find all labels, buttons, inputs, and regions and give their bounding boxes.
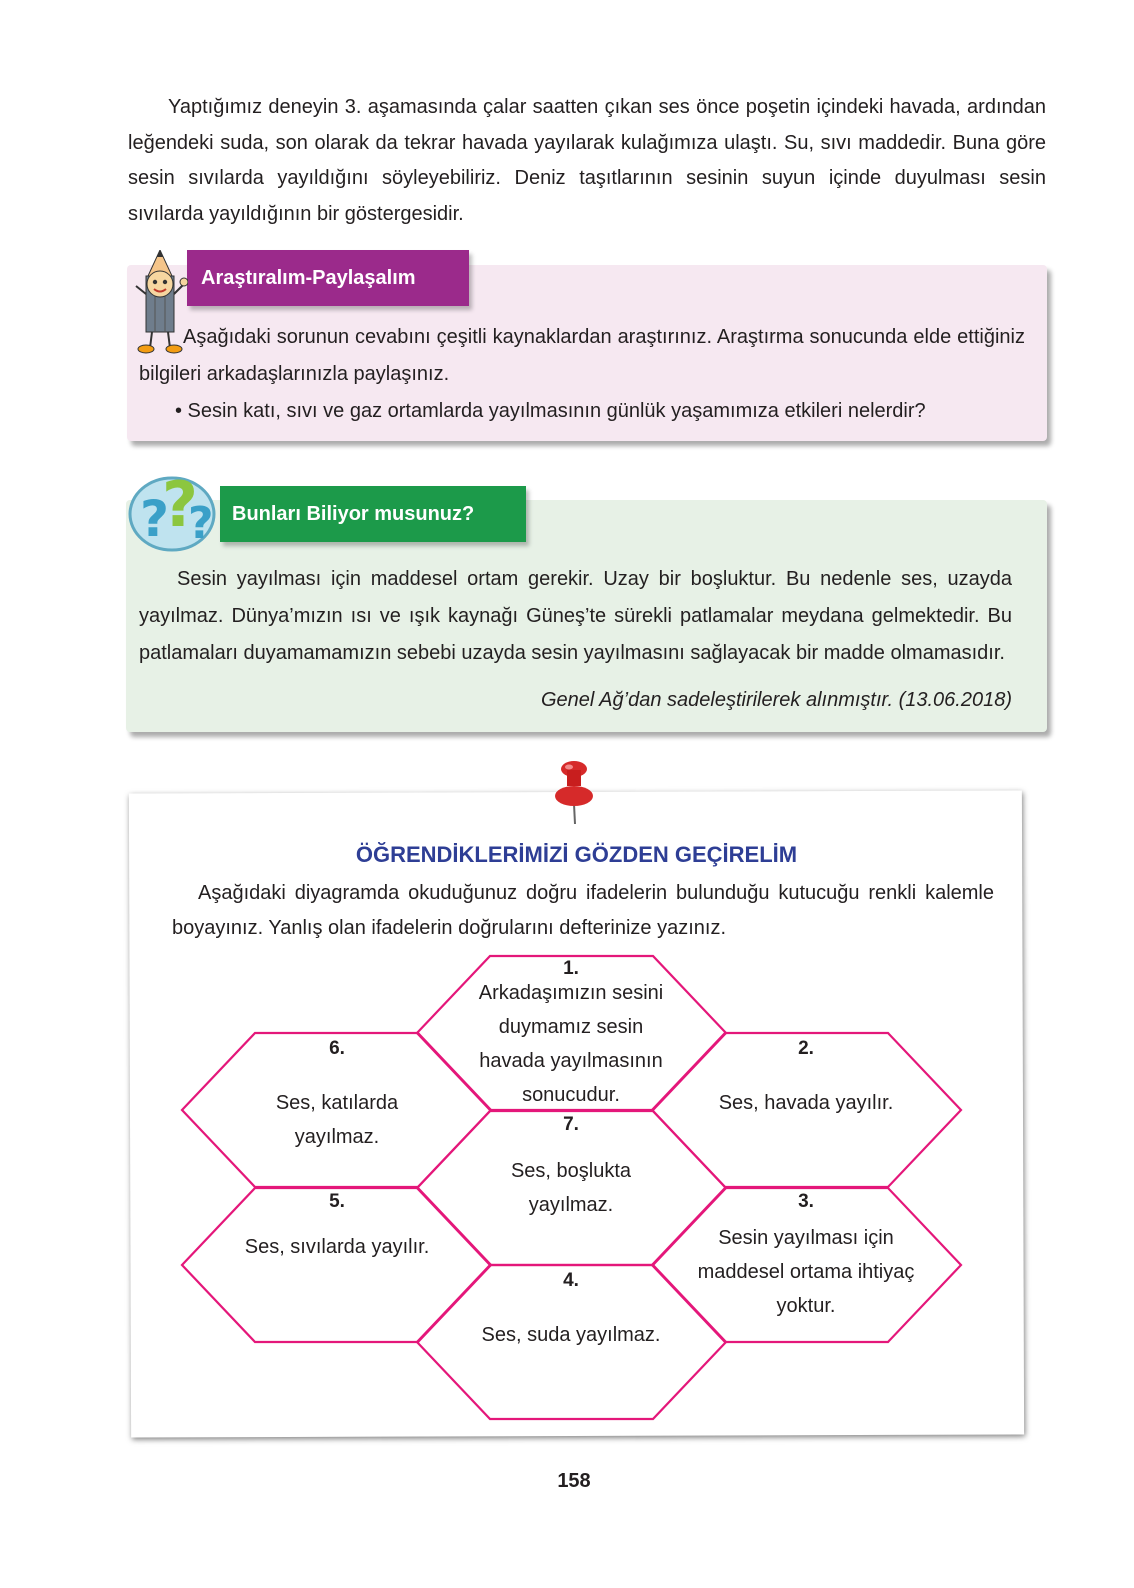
hexagon-4-number: 4. (563, 1270, 579, 1291)
svg-text:?: ? (188, 498, 214, 549)
did-you-know-source: Genel Ağ’dan sadeleştirilerek alınmıştır… (541, 689, 1012, 711)
hexagon-5-number: 5. (329, 1191, 345, 1212)
hexagon-7-text: Ses, boşlukta yayılmaz. (510, 1160, 632, 1216)
research-title: Araştıralım-Paylaşalım (187, 250, 469, 306)
hexagon-3-number: 3. (798, 1191, 814, 1212)
question-marks-icon: ? ? ? (128, 468, 216, 552)
intro-paragraph: Yaptığımız deneyin 3. aşamasında çalar s… (128, 96, 1046, 225)
hexagon-2-number: 2. (798, 1038, 814, 1059)
review-title: ÖĞRENDİKLERİMİZİ GÖZDEN GEÇİRELİM (355, 842, 798, 867)
hexagon-5-text: Ses, sıvılarda yayılır. (244, 1236, 430, 1258)
hexagon-1-text: Arkadaşımızın sesini duymamız sesin hava… (478, 982, 664, 1106)
research-bullet: • Sesin katı, sıvı ve gaz ortamlarda yay… (175, 400, 926, 422)
svg-text:?: ? (140, 490, 169, 548)
did-you-know-title: Bunları Biliyor musunuz? (220, 486, 526, 542)
research-text: Aşağıdaki sorunun cevabını çeşitli kayna… (139, 326, 1025, 385)
hexagon-4-text: Ses, suda yayılmaz. (481, 1324, 661, 1346)
hexagon-6-number: 6. (329, 1038, 345, 1059)
push-pin-icon (555, 761, 593, 825)
hexagon-7 (415, 1109, 728, 1267)
hexagon-3-text: Sesin yayılması için maddesel ortama iht… (697, 1227, 915, 1317)
did-you-know-text: Sesin yayılması için maddesel ortam gere… (139, 568, 1012, 664)
review-instruction: Aşağıdaki diyagramda okuduğunuz doğru if… (172, 882, 994, 939)
page-number: 158 (557, 1470, 591, 1492)
hexagon-6-text: Ses, katılarda yayılmaz. (275, 1092, 399, 1148)
hexagon-1-number: 1. (563, 958, 579, 979)
svg-text:?: ? (162, 468, 198, 541)
pencil-mascot-icon (135, 250, 188, 354)
hexagon-7-number: 7. (563, 1114, 579, 1135)
hexagon-2-text: Ses, havada yayılır. (718, 1092, 894, 1114)
